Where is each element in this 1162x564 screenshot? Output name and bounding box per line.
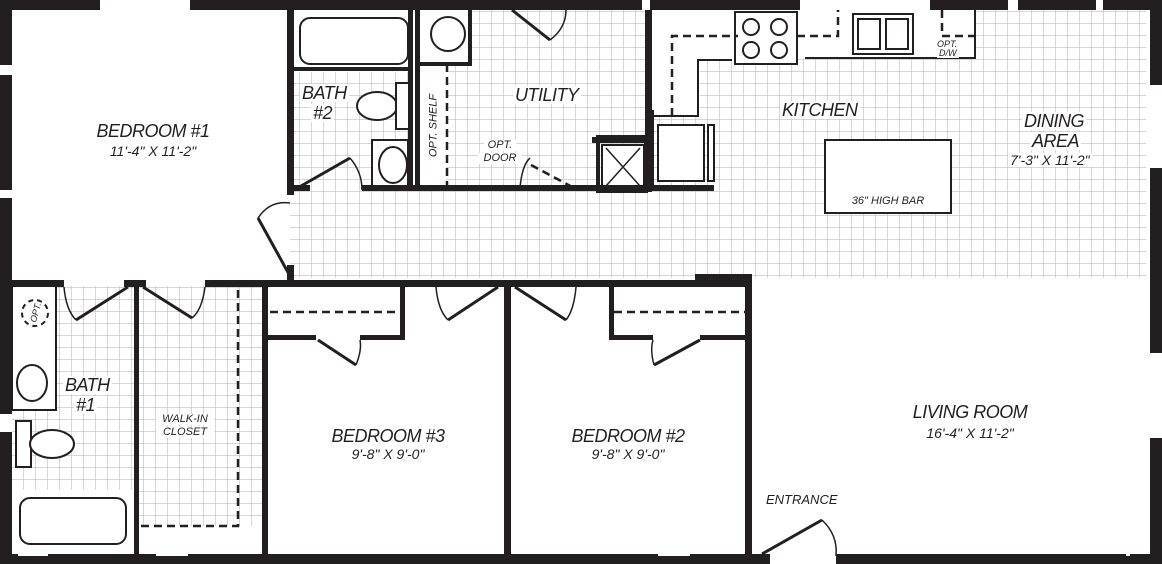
bedroom-3-label: BEDROOM #3 bbox=[331, 426, 445, 446]
dining-area-dims: 7'-3" X 11'-2" bbox=[1008, 152, 1092, 168]
walk-in-closet-label-2: CLOSET bbox=[156, 427, 214, 438]
bedroom-1-label: BEDROOM #1 bbox=[96, 121, 210, 141]
bath-1-number: #1 bbox=[74, 395, 98, 415]
living-room-label: LIVING ROOM bbox=[912, 402, 1028, 422]
bath-1-label: BATH bbox=[63, 375, 112, 395]
walk-in-closet-label: WALK-IN bbox=[156, 414, 214, 425]
dining-area-label: DINING bbox=[1022, 111, 1086, 131]
opt-dw-label-2: D/W bbox=[937, 48, 959, 58]
bedroom-3-dims: 9'-8" X 9'-0" bbox=[351, 446, 425, 462]
entrance-label: ENTRANCE bbox=[766, 492, 838, 507]
bedroom-1-dims: 11'-4" X 11'-2" bbox=[109, 143, 197, 159]
bath-2-number: #2 bbox=[311, 103, 335, 123]
bath-2-label: BATH bbox=[300, 83, 349, 103]
bedroom-2-label: BEDROOM #2 bbox=[571, 426, 685, 446]
bedroom-2-dims: 9'-8" X 9'-0" bbox=[591, 446, 665, 462]
dashed-lines bbox=[21, 10, 975, 528]
living-room-dims: 16'-4" X 11'-2" bbox=[926, 425, 1014, 441]
opt-door-label-1: OPT. bbox=[484, 140, 516, 151]
opt-door-label-2: DOOR bbox=[478, 153, 522, 164]
opt-shelf-label: OPT. SHELF bbox=[427, 93, 440, 158]
doors bbox=[63, 8, 837, 557]
dining-area-label-2: AREA bbox=[1030, 131, 1082, 151]
kitchen-label: KITCHEN bbox=[780, 100, 860, 120]
opt-dw-label-1: OPT. bbox=[935, 39, 960, 49]
high-bar-label: 36" HIGH BAR bbox=[851, 195, 925, 207]
fixtures bbox=[11, 10, 976, 558]
utility-label: UTILITY bbox=[513, 85, 581, 105]
